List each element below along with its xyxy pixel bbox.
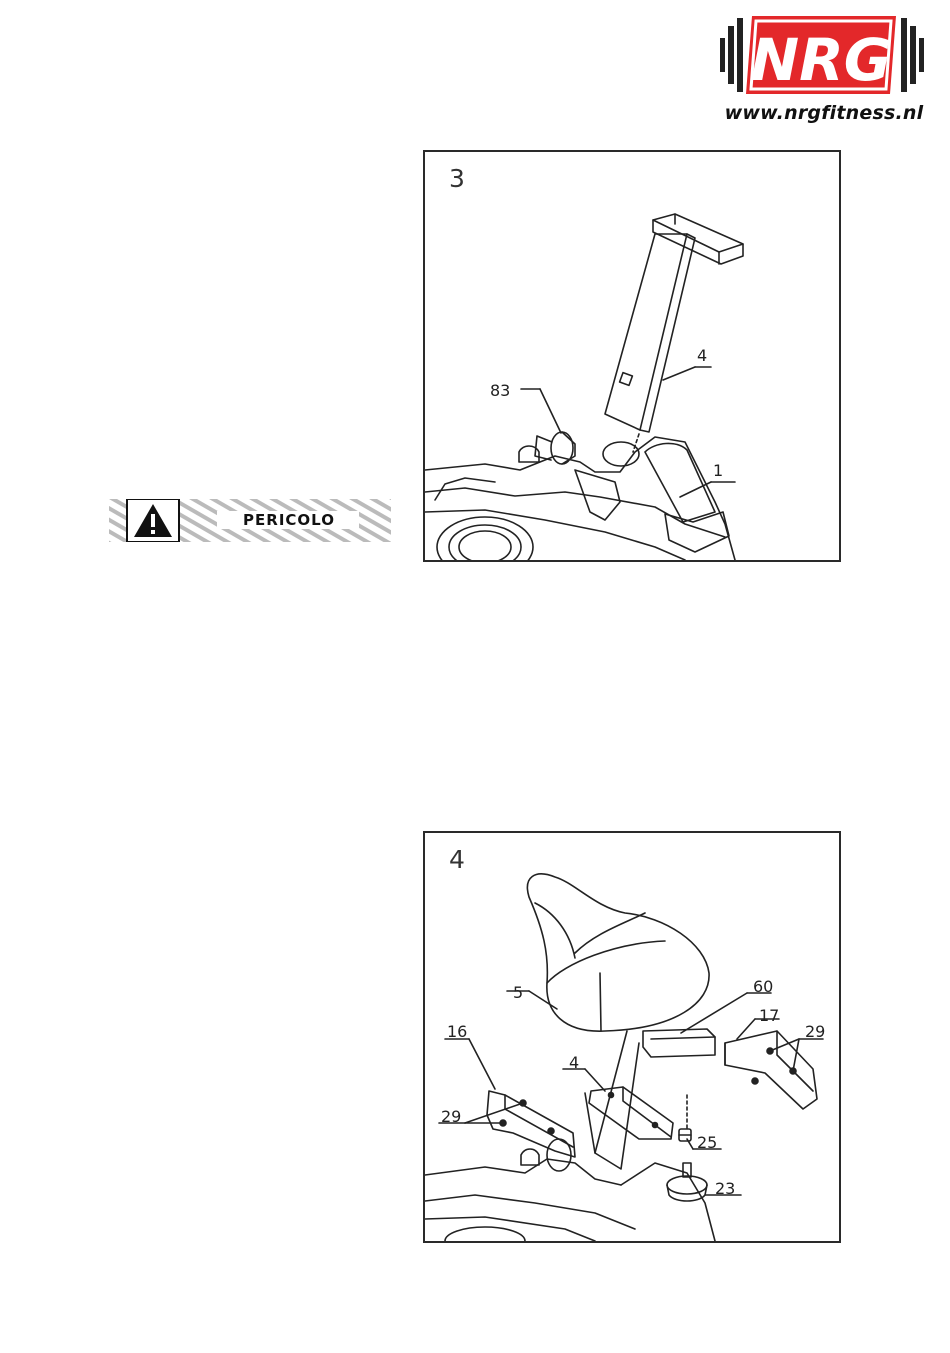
part-label-60: 60 [753, 977, 773, 996]
website-url[interactable]: www.nrgfitness.nl [716, 102, 932, 124]
part-label-4: 4 [569, 1053, 579, 1072]
danger-warning-banner: PERICOLO [109, 499, 391, 542]
figure-3: 3 83 4 1 [423, 150, 841, 562]
part-label-16: 16 [447, 1022, 467, 1041]
warning-triangle-icon [131, 501, 175, 541]
part-label-4: 4 [697, 346, 707, 365]
part-label-29-left: 29 [441, 1107, 461, 1126]
figure-4: 4 [423, 831, 841, 1243]
saddle-assembly-drawing [425, 833, 839, 1241]
danger-label: PERICOLO [219, 512, 359, 528]
part-label-25: 25 [697, 1133, 717, 1152]
seat-post-assembly-drawing [425, 152, 839, 560]
part-label-83: 83 [490, 381, 510, 400]
part-label-23: 23 [715, 1179, 735, 1198]
nrg-logo-mark: NRG [712, 8, 932, 100]
part-label-17: 17 [759, 1006, 779, 1025]
part-label-29-right: 29 [805, 1022, 825, 1041]
part-label-5: 5 [513, 983, 523, 1002]
part-label-1: 1 [713, 461, 723, 480]
nrg-logo: NRG www.nrgfitness.nl [712, 8, 932, 126]
logo-text: NRG [751, 26, 892, 94]
